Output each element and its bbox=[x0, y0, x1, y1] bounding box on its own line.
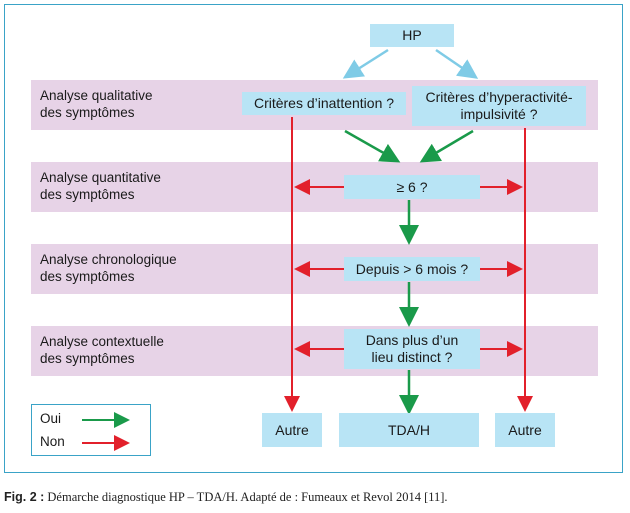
arrow-hp-to-inattention bbox=[342, 48, 389, 79]
node-count: ≥ 6 ? bbox=[344, 175, 480, 199]
node-autre-left: Autre bbox=[262, 413, 322, 447]
node-inattention: Critères d’inattention ? bbox=[242, 92, 406, 115]
figure-caption: Fig. 2 : Démarche diagnostique HP – TDA/… bbox=[4, 490, 448, 505]
legend-yes-label: Oui bbox=[40, 411, 62, 426]
arrow-hp-to-hyperactivity bbox=[435, 48, 479, 79]
arrow-hyperactivity-yes bbox=[419, 129, 474, 163]
node-duration: Depuis > 6 mois ? bbox=[344, 257, 480, 281]
figure-frame bbox=[4, 4, 623, 473]
caption-label: Fig. 2 : bbox=[4, 490, 45, 504]
node-autre-right: Autre bbox=[495, 413, 555, 447]
legend: Oui Non bbox=[31, 404, 151, 456]
node-hp: HP bbox=[370, 24, 454, 47]
caption-text: Démarche diagnostique HP – TDA/H. Adapté… bbox=[47, 490, 448, 504]
band-contextual bbox=[31, 326, 598, 376]
node-tdah: TDA/H bbox=[339, 413, 479, 447]
legend-no-label: Non bbox=[40, 434, 65, 449]
arrow-inattention-yes bbox=[344, 129, 401, 163]
node-hyperactivity: Critères d’hyperactivité-impulsivité ? bbox=[412, 86, 586, 126]
